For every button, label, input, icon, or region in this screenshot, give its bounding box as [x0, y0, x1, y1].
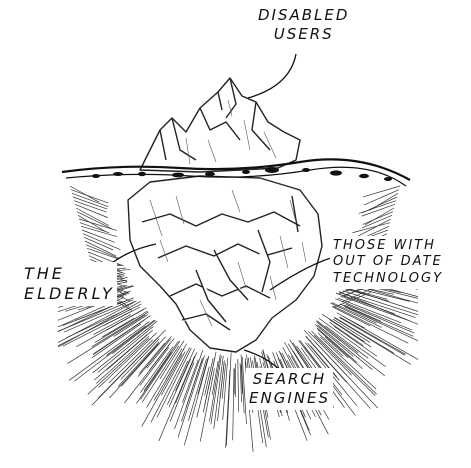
hatch-stroke	[170, 362, 194, 421]
hatch-stroke	[340, 317, 406, 355]
label-elderly-line-2: ELDERLY	[24, 284, 115, 304]
label-outdated-line-3: TECHNOLOGY	[333, 271, 443, 287]
hatch-stroke	[71, 190, 108, 203]
hatch-stroke	[98, 327, 153, 373]
label-elderly-line-1: THE	[24, 264, 115, 284]
hatch-stroke	[85, 241, 116, 256]
hatch-stroke	[364, 190, 399, 205]
hatch-stroke	[226, 370, 230, 448]
label-outdated-line-2: OUT OF DATE	[333, 254, 443, 270]
hatch-stroke	[84, 237, 113, 250]
hatch-stroke	[73, 197, 107, 209]
hatch-stroke	[359, 201, 396, 214]
hatch-stroke	[233, 368, 234, 441]
label-disabled-users-line-1: DISABLED	[258, 6, 349, 25]
label-outdated-line-1: THOSE WITH	[333, 238, 443, 254]
iceberg-submerged	[128, 176, 322, 352]
hatch-stroke	[211, 356, 221, 424]
hatch-stroke	[238, 359, 239, 412]
hatch-stroke	[140, 347, 169, 385]
label-search-engines-line-1: SEARCH	[249, 370, 330, 389]
label-disabled-users: DISABLED USERS	[258, 6, 349, 44]
hatch-stroke	[118, 342, 159, 387]
label-search-engines: SEARCH ENGINES	[246, 368, 333, 410]
label-search-engines-line-2: ENGINES	[249, 389, 330, 408]
hatch-stroke	[72, 193, 108, 206]
hatch-stroke	[74, 320, 154, 381]
label-disabled-users-line-2: USERS	[258, 25, 349, 44]
hatch-stroke	[205, 358, 213, 395]
hatch-stroke	[178, 355, 205, 437]
leader-disabled-users	[248, 54, 296, 98]
hatch-stroke	[363, 212, 393, 225]
label-outdated-technology: THOSE WITH OUT OF DATE TECHNOLOGY	[330, 236, 446, 289]
label-elderly: THE ELDERLY	[22, 262, 117, 306]
